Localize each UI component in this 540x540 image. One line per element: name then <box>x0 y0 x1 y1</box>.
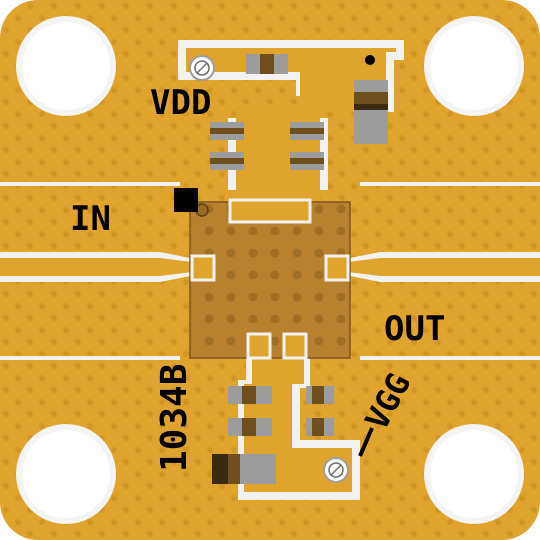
vdd-tantalum-capacitor <box>354 80 388 144</box>
vgg-capacitor-left-lower <box>228 418 272 436</box>
vdd-capacitor-right-upper <box>290 122 324 140</box>
vgg-capacitor-left-upper <box>228 386 272 404</box>
mounting-hole-bottom-right <box>424 424 524 524</box>
vgg-tantalum-capacitor <box>212 454 276 484</box>
vdd-capacitor-top <box>246 54 288 74</box>
vdd-test-point <box>189 55 215 81</box>
out-label: OUT <box>384 309 445 349</box>
pin1-silkscreen-square <box>174 188 198 212</box>
package-pin-vgg-1 <box>246 332 272 360</box>
vgg-capacitor-right-upper <box>306 386 334 404</box>
vdd-label: VDD <box>150 83 211 123</box>
vgg-capacitor-right-lower <box>306 418 334 436</box>
package-pin-rf-in <box>190 254 216 282</box>
package-pin-rf-out <box>324 254 350 282</box>
vgg-leader-line <box>358 427 374 457</box>
part-number-label: 1034B <box>154 364 195 472</box>
tantalum-polarity-dot <box>365 55 375 65</box>
mounting-hole-bottom-left <box>16 424 116 524</box>
ground-gap-right-low <box>360 356 540 360</box>
ground-gap-right <box>360 182 540 186</box>
in-label: IN <box>70 199 111 239</box>
mmic-package <box>189 198 351 360</box>
package-pin-vgg-2 <box>282 332 308 360</box>
vdd-capacitor-left-upper <box>210 122 244 140</box>
ground-gap-left-low <box>0 356 180 360</box>
mounting-hole-top-left <box>16 16 116 116</box>
vdd-capacitor-left-lower <box>210 152 244 170</box>
package-pin-vdd <box>228 198 312 224</box>
mounting-hole-top-right <box>424 16 524 116</box>
ground-gap-left <box>0 182 180 186</box>
vgg-test-point <box>323 457 349 483</box>
vdd-capacitor-right-lower <box>290 152 324 170</box>
